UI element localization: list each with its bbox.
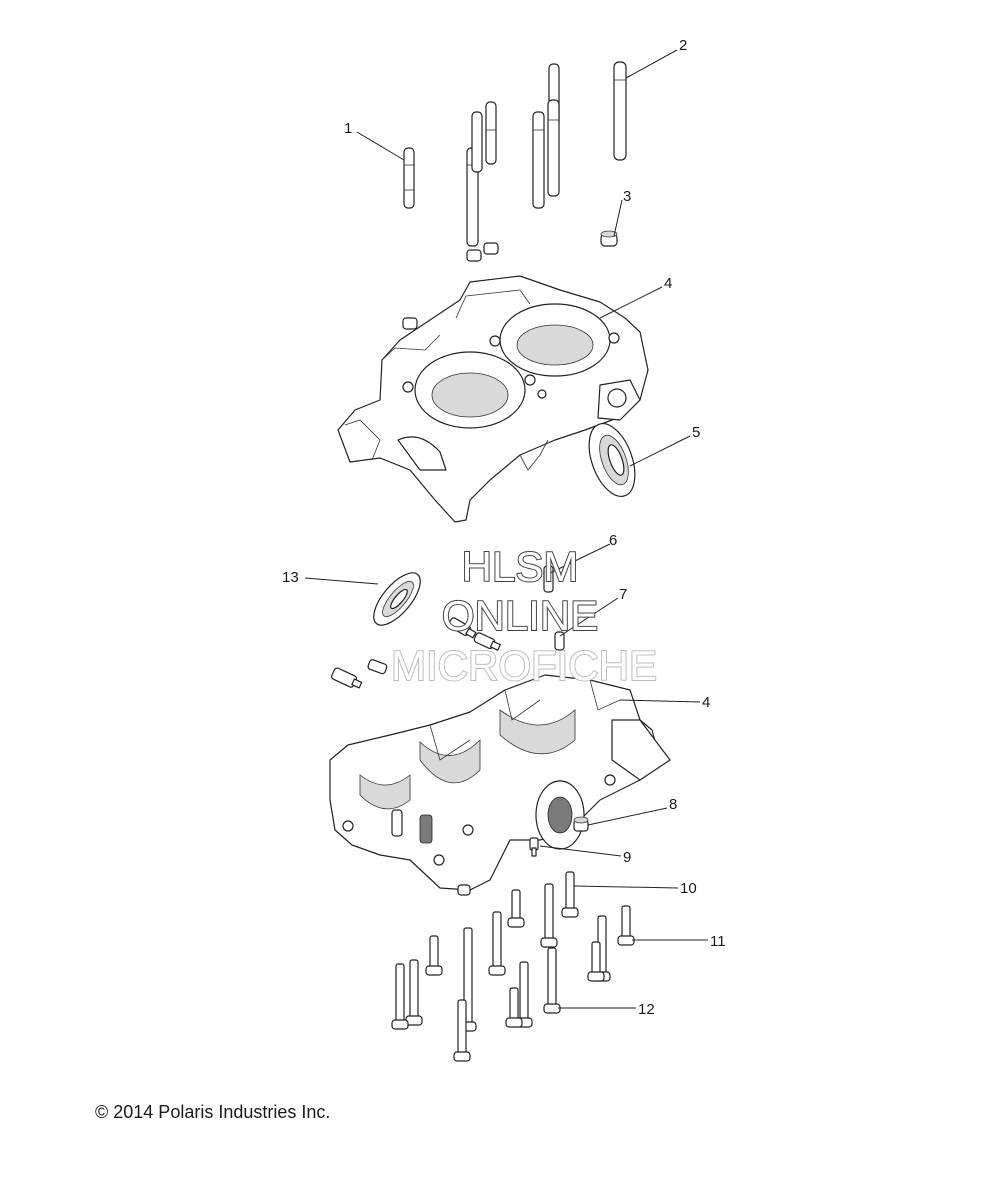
bolt-e: [425, 935, 443, 976]
callout-4-upper: 4: [664, 275, 672, 292]
callouts: 1 2 3 4 5 6 7 13 4 8 9 10 11 12: [282, 37, 726, 1018]
dowel-item-8: [573, 816, 589, 832]
seal-item-13: [373, 572, 421, 626]
bolt-item-12: [543, 947, 561, 1014]
callout-13: 13: [282, 569, 299, 586]
fittings-group: [331, 617, 501, 689]
stud-long-f: [547, 99, 560, 197]
dowel-item-3: [600, 230, 618, 247]
bolt-h: [453, 999, 471, 1062]
callout-3: 3: [623, 188, 631, 205]
callout-10: 10: [680, 880, 697, 897]
dowel-lower: [457, 884, 471, 896]
watermark: HLSM ONLINE MICROFICHE: [390, 542, 658, 690]
callout-2: 2: [679, 37, 687, 54]
callout-5: 5: [692, 424, 700, 441]
bolt-j: [505, 987, 523, 1028]
stud-item-2: [613, 61, 627, 161]
callout-11: 11: [710, 933, 726, 950]
seal-item-5: [588, 423, 636, 497]
watermark-line-1: HLSM: [462, 543, 579, 590]
stud-group: [403, 61, 627, 247]
watermark-line-3: MICROFICHE: [391, 642, 657, 689]
stud-long-d: [532, 111, 545, 209]
callout-9: 9: [623, 849, 631, 866]
stud-long-b: [471, 111, 483, 173]
copyright-notice: © 2014 Polaris Industries Inc.: [95, 1102, 331, 1122]
bolt-b: [507, 889, 525, 928]
watermark-line-2: ONLINE: [442, 592, 598, 639]
stud-item-1: [403, 147, 415, 209]
callout-7: 7: [619, 586, 627, 603]
upper-crankcase: [337, 242, 649, 523]
bolt-group: [391, 871, 635, 1062]
bolt-f: [405, 959, 423, 1026]
bolt-l: [587, 941, 605, 982]
callout-1: 1: [344, 120, 352, 137]
bolt-item-11: [617, 905, 635, 946]
leader-lines: [304, 49, 708, 1009]
pin-item-7: [554, 631, 565, 651]
stud-long-c: [485, 101, 497, 165]
bolt-item-10: [561, 871, 579, 918]
screw-item-9: [529, 837, 539, 857]
bolt-a: [540, 883, 558, 948]
callout-4-lower: 4: [702, 694, 710, 711]
callout-12: 12: [638, 1001, 655, 1018]
callout-6: 6: [609, 532, 617, 549]
callout-8: 8: [669, 796, 677, 813]
bolt-c: [488, 911, 506, 976]
bolt-g: [391, 963, 409, 1030]
lower-crankcase: [329, 674, 671, 891]
